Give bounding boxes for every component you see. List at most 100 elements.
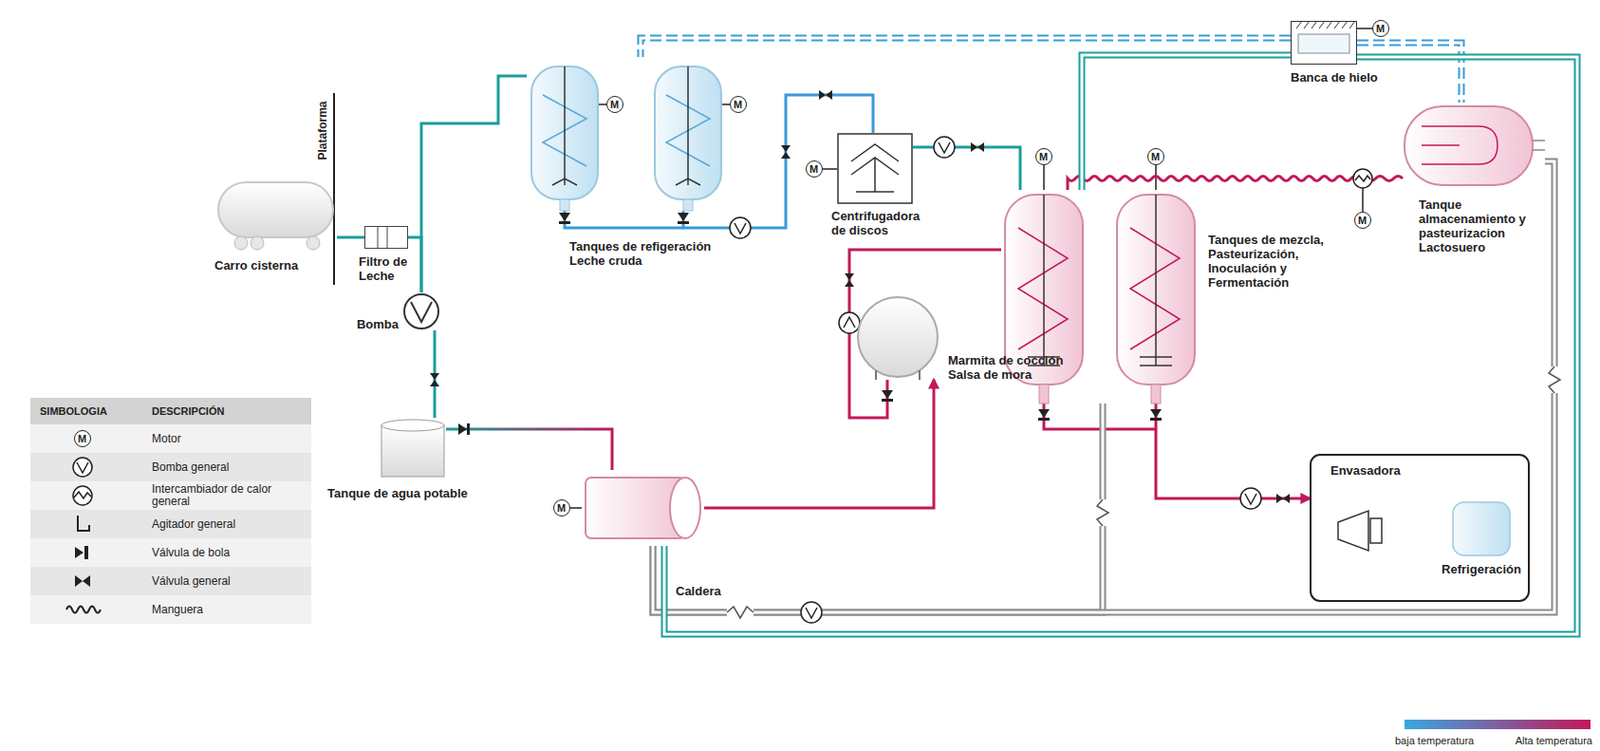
packaging-area: EnvasadoraRefrigeración bbox=[1309, 453, 1530, 602]
pipe-stub bbox=[564, 210, 684, 228]
pipe-symbol bbox=[1150, 409, 1162, 421]
legend-text: Válvula de bola bbox=[151, 538, 304, 567]
equipment-label: Tanque de agua potable bbox=[327, 485, 480, 501]
legend-symbol bbox=[58, 566, 107, 596]
ice-bank-shape bbox=[1290, 20, 1358, 65]
pipe-symbol bbox=[970, 142, 985, 152]
legend-symbol bbox=[58, 595, 107, 624]
temperature-swatch bbox=[1497, 719, 1591, 729]
legend-symbol bbox=[58, 509, 107, 539]
legend-symbol bbox=[58, 481, 107, 510]
legend-text: Intercambiador de calor general bbox=[151, 481, 304, 510]
motor-symbol: M bbox=[729, 95, 747, 113]
motor-symbol: M bbox=[1372, 19, 1390, 38]
water-tank-shape bbox=[379, 417, 447, 480]
motor-symbol: M bbox=[74, 429, 92, 447]
legend-symbol bbox=[58, 452, 107, 482]
cold-storage: Refrigeración bbox=[1451, 501, 1511, 557]
pipe-symbol bbox=[729, 217, 751, 239]
pipe-line bbox=[704, 379, 934, 508]
legend-symbol bbox=[58, 538, 107, 567]
temperature-swatch bbox=[1404, 719, 1498, 729]
pipe-line bbox=[1081, 55, 1291, 190]
whey-tank-shape bbox=[1402, 102, 1545, 189]
pipe-symbol bbox=[800, 601, 822, 623]
table-header: DESCRIPCIÓN bbox=[151, 404, 224, 419]
pump: Bomba bbox=[402, 292, 441, 331]
motor-symbol: M bbox=[805, 160, 823, 178]
cooking-kettle-shape bbox=[855, 294, 941, 380]
milk-filter: Filtro de Leche bbox=[364, 225, 409, 249]
motor-symbol: M bbox=[606, 95, 624, 113]
disc-centrifuge: Centrifugadora de discos bbox=[837, 132, 913, 205]
pipe-symbol bbox=[1276, 493, 1290, 503]
motor-symbol: M bbox=[1035, 148, 1053, 166]
legend-text: baja temperatura bbox=[1395, 733, 1474, 748]
pipe-line bbox=[912, 147, 1021, 190]
equipment-label: Tanque almacenamiento y pasteurizacion L… bbox=[1418, 197, 1538, 255]
pipe-line bbox=[1067, 176, 1403, 191]
milk-filter-shape bbox=[364, 225, 409, 249]
tank-truck: Carro cisterna bbox=[214, 178, 337, 255]
legend-text: Alta temperatura bbox=[1478, 733, 1593, 748]
pipe-symbol bbox=[1548, 366, 1561, 393]
pipe-stub bbox=[570, 506, 582, 509]
pipe-line bbox=[408, 237, 422, 293]
equipment-label: Centrifugadora de discos bbox=[831, 208, 931, 238]
legend-text: Bomba general bbox=[151, 452, 304, 482]
pipe-symbol bbox=[838, 312, 860, 334]
pipe-stub bbox=[597, 103, 607, 106]
platform-label: Plataforma bbox=[316, 88, 331, 174]
equipment-label: Tanques de refigeración Leche cruda bbox=[569, 239, 731, 268]
pipe-symbol bbox=[881, 390, 894, 402]
motor-symbol: M bbox=[553, 499, 571, 517]
pipe-symbol bbox=[726, 606, 754, 618]
pipe-symbol bbox=[818, 90, 833, 100]
pipe-symbol bbox=[677, 212, 689, 224]
motor-symbol: M bbox=[1147, 148, 1165, 166]
boiler: Caldera bbox=[581, 469, 705, 546]
legend-text: Motor bbox=[151, 424, 304, 453]
pipe-line bbox=[664, 56, 1578, 634]
pipe-symbol bbox=[1240, 487, 1262, 509]
cold-storage-shape bbox=[1451, 501, 1511, 557]
equipment-label: Bomba bbox=[354, 316, 399, 332]
pipe-stub bbox=[1042, 165, 1045, 190]
equipment-label: Marmita de cocción Salsa de mora bbox=[948, 353, 1077, 382]
equipment-label: Refrigeración bbox=[1438, 561, 1525, 577]
table-header: SIMBOLOGIA bbox=[39, 404, 108, 419]
equipment-label: Filtro de Leche bbox=[358, 254, 416, 283]
pipe-symbol bbox=[558, 212, 571, 224]
cooling-tanks: Tanques de refigeración Leche cruda bbox=[526, 56, 726, 211]
pipe-line bbox=[421, 75, 527, 293]
pump-shape bbox=[402, 292, 441, 331]
pipe-symbol bbox=[429, 372, 440, 387]
equipment-label: Caldera bbox=[675, 583, 752, 598]
water-tank: Tanque de agua potable bbox=[379, 417, 447, 480]
pipe-stub bbox=[333, 93, 335, 285]
equipment-label: Envasadora bbox=[1330, 463, 1445, 478]
cooking-kettle: Marmita de cocción Salsa de mora bbox=[855, 294, 941, 380]
pipe-stub bbox=[822, 167, 838, 170]
pipe-stub bbox=[721, 103, 730, 106]
pipe-symbol bbox=[844, 273, 855, 287]
pipe-symbol bbox=[781, 145, 791, 159]
pipe-symbol bbox=[1097, 499, 1109, 526]
pipe-symbol bbox=[458, 423, 470, 435]
cooling-tanks-shape bbox=[526, 56, 726, 211]
pipe-line bbox=[1155, 403, 1310, 499]
equipment-label: Carro cisterna bbox=[214, 258, 324, 273]
whey-tank: Tanque almacenamiento y pasteurizacion L… bbox=[1402, 102, 1545, 189]
pipe-stub bbox=[1361, 187, 1364, 212]
pipe-symbol bbox=[1353, 168, 1373, 188]
pipe-symbol bbox=[1038, 409, 1050, 421]
legend-text: Manguera bbox=[151, 595, 304, 624]
boiler-shape bbox=[581, 469, 705, 546]
equipment-label: Banca de hielo bbox=[1290, 70, 1396, 85]
disc-centrifuge-shape bbox=[837, 132, 913, 205]
equipment-label: Tanques de mezcla, Pasteurización, Inocu… bbox=[1208, 232, 1341, 290]
pipe-stub bbox=[1357, 27, 1373, 30]
